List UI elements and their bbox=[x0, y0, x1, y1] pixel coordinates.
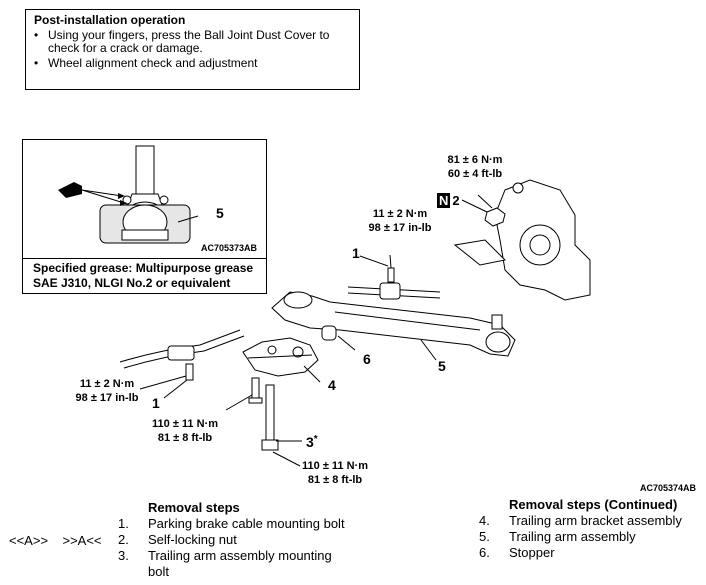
figure-code: AC705374AB bbox=[640, 483, 697, 493]
torque-mount: 110 ± 11 N·m 81 ± 8 ft-lb bbox=[152, 418, 218, 444]
callout-1-left: 1 bbox=[152, 395, 160, 411]
torque-bracket-left: 11 ± 2 N·m 98 ± 17 in-lb bbox=[75, 378, 139, 404]
post-installation-box: Post-installation operation • Using your… bbox=[25, 9, 360, 90]
post-installation-item: • Wheel alignment check and adjustment bbox=[34, 56, 258, 70]
trailing-arm-bracket bbox=[242, 337, 319, 377]
grease-gun-icon bbox=[58, 182, 127, 206]
removal-step: bolt bbox=[148, 564, 169, 579]
callout-6: 6 bbox=[363, 351, 371, 367]
parking-brake-cable-lower bbox=[119, 329, 245, 381]
removal-step: 6.Stopper bbox=[479, 545, 555, 560]
callout-4: 4 bbox=[328, 377, 336, 393]
inset-ball-joint-illustration bbox=[99, 145, 199, 244]
leader-lines bbox=[139, 194, 493, 467]
torque-bolt: 110 ± 11 N·m 81 ± 8 ft-lb bbox=[302, 460, 368, 486]
bracket-mounting-bolt bbox=[248, 377, 263, 404]
removal-step: 2.Self-locking nut bbox=[118, 532, 237, 547]
self-locking-nut bbox=[484, 207, 506, 227]
n2-badge: N bbox=[437, 193, 451, 208]
grease-spec-line1: Specified grease: Multipurpose grease bbox=[33, 261, 254, 275]
parking-brake-cable-upper bbox=[347, 267, 441, 300]
torque-knuckle: 81 ± 6 N·m 60 ± 4 ft-lb bbox=[447, 154, 503, 180]
callout-5: 5 bbox=[438, 358, 446, 374]
rear-knuckle bbox=[453, 179, 591, 301]
trailing-arm-mounting-bolt bbox=[261, 384, 279, 451]
stopper bbox=[321, 325, 356, 351]
trailing-arm-assembly bbox=[271, 291, 516, 357]
service-markers: <<A>> >>A<< bbox=[9, 533, 102, 548]
removal-step: 1.Parking brake cable mounting bolt bbox=[118, 516, 345, 531]
torque-bracket-top: 11 ± 2 N·m 98 ± 17 in-lb bbox=[368, 208, 432, 234]
inset-divider bbox=[23, 258, 266, 259]
post-installation-item: • Using your fingers, press the Ball Joi… bbox=[34, 28, 330, 55]
inset-callout-5: 5 bbox=[216, 205, 224, 221]
removal-steps-list: 1.Parking brake cable mounting bolt 2.Se… bbox=[118, 516, 345, 580]
callout-1-top: 1 bbox=[352, 245, 360, 261]
removal-steps-continued-list: 4.Trailing arm bracket assembly 5.Traili… bbox=[479, 513, 682, 561]
removal-step: 5.Trailing arm assembly bbox=[479, 529, 636, 544]
post-installation-title: Post-installation operation bbox=[34, 13, 186, 27]
callout-3: 3* bbox=[306, 434, 318, 450]
grease-spec-line2: SAE J310, NLGI No.2 or equivalent bbox=[33, 276, 231, 290]
inset-figure-code: AC705373AB bbox=[201, 243, 258, 253]
removal-step: 4.Trailing arm bracket assembly bbox=[479, 513, 682, 528]
removal-step: 3.Trailing arm assembly mounting bbox=[118, 548, 332, 563]
n2-number: 2 bbox=[452, 193, 460, 208]
grease-inset-box: 5 AC705373AB Specified grease: Multipurp… bbox=[22, 139, 267, 294]
removal-steps-continued-title: Removal steps (Continued) bbox=[509, 497, 678, 512]
removal-steps-title: Removal steps bbox=[148, 500, 240, 515]
